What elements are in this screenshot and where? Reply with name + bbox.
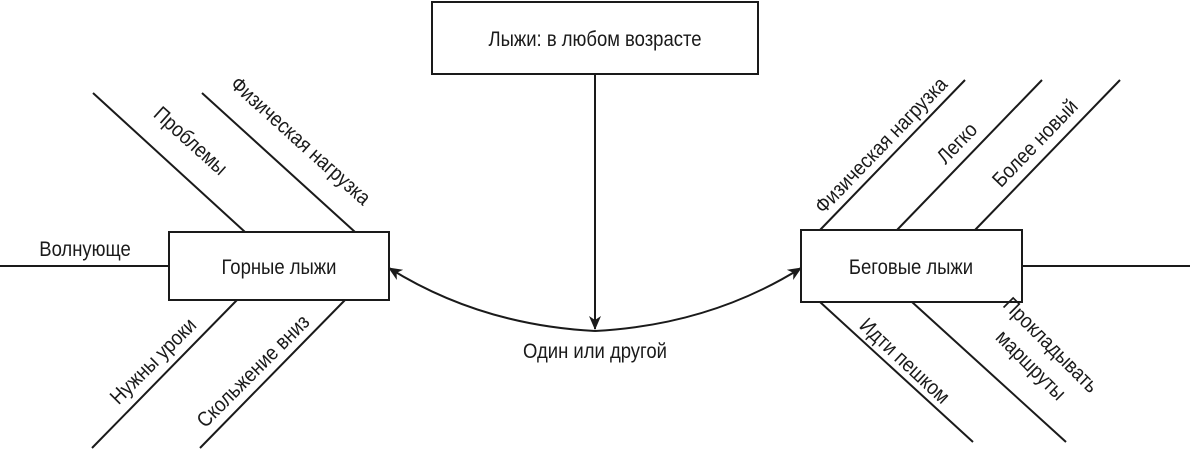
connector-label: Один или другой <box>523 340 667 363</box>
left-item-label: Физическая нагрузка <box>226 72 375 210</box>
right-item-label: Физическая нагрузка <box>811 73 953 219</box>
right-node-label: Беговые лыжи <box>849 256 973 279</box>
bone-line <box>974 79 1121 231</box>
bone-line <box>92 92 246 233</box>
bone-line <box>911 301 1067 443</box>
bone-line <box>201 92 356 233</box>
bone-line <box>199 299 346 449</box>
left-item-label: Проблемы <box>149 102 232 180</box>
right-item-label: Более новый <box>988 95 1083 192</box>
left-node-box <box>168 231 390 301</box>
right-node-box <box>800 229 1023 303</box>
curve-arrow-left <box>388 267 596 332</box>
title-node: Лыжи: в любом возрасте <box>431 1 759 75</box>
right-item-label: Идти пешком <box>855 314 955 409</box>
left-node-label: Горные лыжи <box>222 256 337 279</box>
left-item-label: Нужны уроки <box>106 314 202 410</box>
bone-line <box>896 79 1043 231</box>
right-branch: Беговые лыжи Физическая нагрузка Легко Б… <box>800 73 1190 443</box>
title-text: Лыжи: в любом возрасте <box>489 28 702 51</box>
left-item-label: Скольжение вниз <box>192 310 314 432</box>
left-branch: Горные лыжи Проблемы Физическая нагрузка… <box>0 72 390 449</box>
right-item-label: Легко <box>932 118 982 169</box>
left-item-label: Волнующе <box>39 238 130 261</box>
bone-line <box>819 79 966 231</box>
bone-line <box>91 299 238 449</box>
curve-arrow-right <box>594 267 802 332</box>
bone-line <box>819 301 974 443</box>
